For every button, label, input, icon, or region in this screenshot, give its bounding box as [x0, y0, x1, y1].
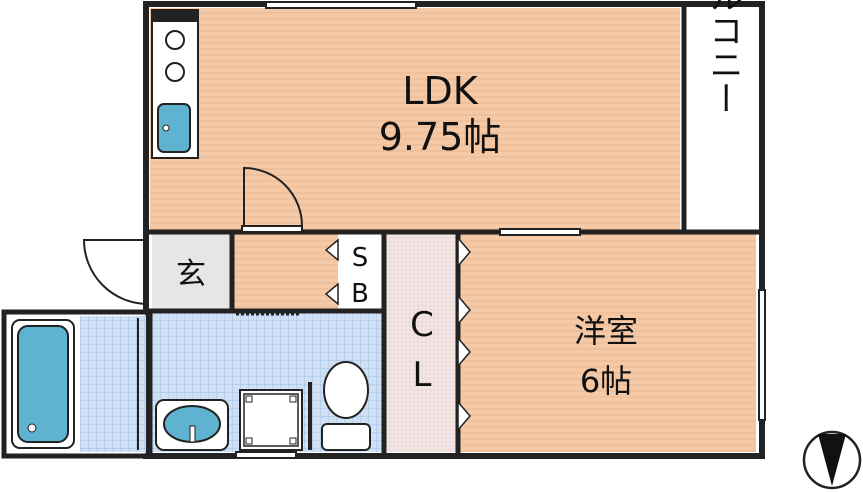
storage-label-2: B — [351, 279, 369, 309]
toilet-icon — [321, 361, 371, 451]
windows — [235, 1, 766, 459]
western-size: 6帖 — [580, 362, 632, 400]
balcony-label: バルコニー — [703, 0, 743, 115]
bathroom-floor — [80, 316, 146, 452]
washer-icon — [239, 389, 303, 451]
closet-doors — [324, 235, 471, 433]
entrance-door — [82, 239, 149, 305]
washbasin-icon — [155, 399, 229, 451]
storage-label-1: S — [352, 243, 369, 273]
compass-icon — [802, 430, 862, 490]
bathtub-icon — [11, 319, 75, 449]
stove-icon — [165, 30, 185, 82]
western-room — [460, 234, 756, 452]
storage-sb — [338, 234, 382, 310]
closet-label-2: L — [413, 355, 432, 395]
ldk-name: LDK — [402, 69, 478, 113]
western-name: 洋室 — [574, 312, 638, 350]
sink-icon — [157, 103, 191, 153]
ldk-size: 9.75帖 — [379, 115, 502, 159]
closet — [386, 234, 458, 452]
ldk-room — [150, 8, 680, 230]
entrance — [152, 234, 230, 310]
closet-label-1: C — [410, 305, 434, 345]
ldk-door — [241, 166, 303, 233]
entrance-label: 玄 — [176, 257, 206, 292]
